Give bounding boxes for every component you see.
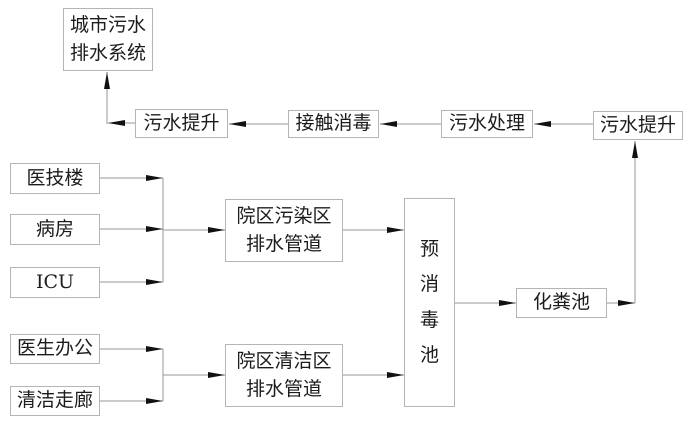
- node-city-sewage-system-label: 城市污水 排水系统: [69, 13, 146, 64]
- node-polluted-area-drain-pipes: 院区污染区 排水管道: [225, 199, 343, 262]
- node-clean-corridor-label: 清洁走廊: [16, 389, 93, 412]
- node-pre-disinfection-pool: 预消毒池: [404, 198, 455, 407]
- node-medical-tech-building-label: 医技楼: [26, 166, 84, 189]
- node-icu: ICU: [10, 267, 100, 298]
- node-sewage-treatment: 污水处理: [441, 110, 533, 138]
- node-contact-disinfection: 接触消毒: [288, 110, 379, 138]
- node-clean-area-drain-pipes: 院区清洁区 排水管道: [225, 344, 343, 407]
- node-medical-tech-building: 医技楼: [10, 163, 100, 194]
- node-doctor-office: 医生办公: [10, 334, 100, 364]
- node-septic-tank: 化粪池: [516, 288, 607, 318]
- node-sewage-lift-left-label: 污水提升: [143, 111, 220, 134]
- node-ward: 病房: [10, 214, 100, 245]
- node-polluted-area-drain-pipes-label: 院区污染区 排水管道: [236, 204, 332, 255]
- node-ward-label: 病房: [35, 217, 74, 240]
- node-sewage-treatment-label: 污水处理: [448, 112, 525, 135]
- node-city-sewage-system: 城市污水 排水系统: [63, 8, 153, 71]
- node-contact-disinfection-label: 接触消毒: [295, 112, 372, 135]
- node-sewage-lift-left: 污水提升: [135, 109, 228, 138]
- node-doctor-office-label: 医生办公: [16, 337, 93, 360]
- node-pre-disinfection-pool-label: 预消毒池: [419, 238, 439, 366]
- node-sewage-lift-right-label: 污水提升: [599, 113, 676, 136]
- node-clean-area-drain-pipes-label: 院区清洁区 排水管道: [236, 349, 332, 400]
- node-clean-corridor: 清洁走廊: [10, 386, 100, 416]
- node-septic-tank-label: 化粪池: [532, 291, 590, 314]
- node-sewage-lift-right: 污水提升: [593, 111, 683, 140]
- node-icu-label: ICU: [35, 270, 75, 293]
